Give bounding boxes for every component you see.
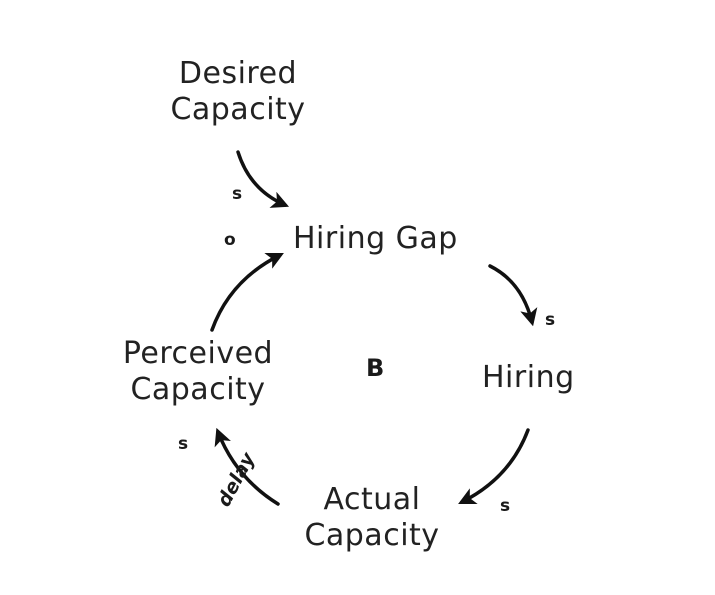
polarity-hiring-to-actual: s	[500, 496, 511, 516]
node-actual-capacity-line-1: Actual	[323, 482, 421, 517]
polarity-desired-to-gap: s	[232, 184, 243, 204]
node-hiring-gap: Hiring Gap	[293, 221, 458, 257]
node-hiring-label: Hiring	[482, 360, 575, 395]
polarity-actual-to-perceived: s	[178, 434, 189, 454]
polarity-perceived-to-gap: o	[224, 230, 236, 250]
node-desired-capacity: Desired Capacity	[158, 56, 318, 128]
node-perceived-capacity-line-1: Perceived	[122, 336, 274, 371]
node-perceived-capacity: Perceived Capacity	[118, 336, 278, 408]
arrow-gap-to-hiring	[488, 264, 538, 327]
arrow-perceived-to-gap	[210, 253, 284, 332]
node-hiring-gap-label: Hiring Gap	[293, 221, 458, 256]
node-actual-capacity: Actual Capacity	[292, 482, 452, 554]
delay-label: delay	[213, 448, 260, 511]
arrow-desired-to-gap	[236, 150, 290, 208]
node-perceived-capacity-line-2: Capacity	[130, 372, 266, 407]
polarity-gap-to-hiring: s	[545, 310, 556, 330]
arrow-actual-to-perceived	[214, 427, 280, 506]
arrow-hiring-to-actual	[458, 428, 530, 504]
node-desired-capacity-line-1: Desired	[178, 56, 298, 91]
node-actual-capacity-line-2: Capacity	[304, 518, 440, 553]
node-desired-capacity-line-2: Capacity	[170, 92, 306, 127]
loop-label-balancing: B	[366, 354, 385, 382]
node-hiring: Hiring	[482, 360, 575, 396]
